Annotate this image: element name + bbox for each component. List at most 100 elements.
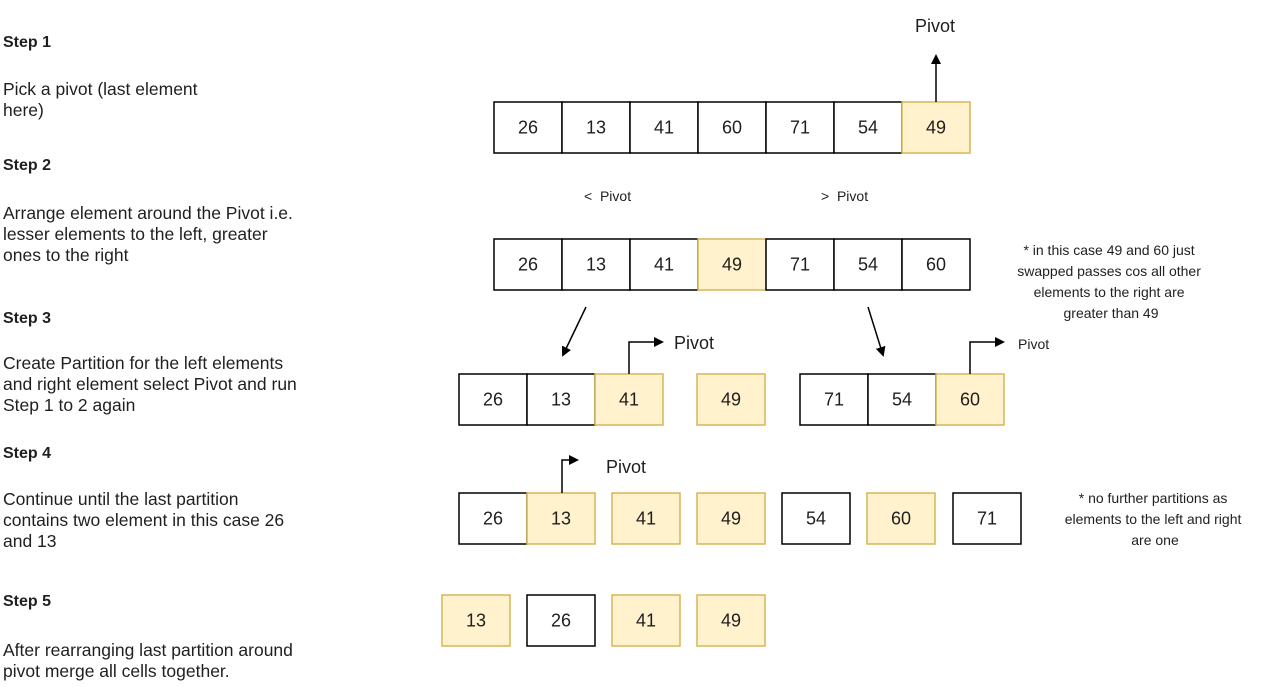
array-cell: 41 [629,101,699,154]
split-right-arrow [867,306,886,357]
array-cell: 13 [561,101,631,154]
cell-value: 54 [892,390,912,410]
cell-box [765,238,835,291]
step-1-description: Pick a pivot (last element here) [3,79,198,120]
cell-value: 54 [806,509,826,529]
pivot-step4-arrow [561,455,579,493]
cell-box [901,238,971,291]
cell-box [833,238,903,291]
array-cell: 26 [458,492,528,545]
cell-value: 26 [518,255,538,275]
pivot-cell: 49 [696,594,766,647]
cell-value: 13 [551,390,571,410]
step-4-title: Step 4 [3,445,52,462]
cell-value: 13 [586,255,606,275]
array-cell: 26 [458,373,528,426]
step-3-description: Create Partition for the left elements a… [3,353,297,415]
array-cell: 26 [526,594,596,647]
pivot-cell: 41 [611,492,681,545]
array-cell: 71 [799,373,869,426]
array-cell: 71 [765,101,835,154]
cell-box [526,594,596,647]
cell-box [697,101,767,154]
cell-value: 60 [960,390,980,410]
cell-value: 41 [636,509,656,529]
step-3-title: Step 3 [3,310,52,327]
pivot-cell: 13 [526,492,596,545]
cell-value: 54 [858,118,878,138]
array-cell: 26 [493,101,563,154]
array-cell: 41 [629,238,699,291]
cell-value: 49 [926,118,946,138]
step-2-title: Step 2 [3,157,52,174]
cell-value: 41 [654,118,674,138]
array-cell: 71 [952,492,1022,545]
array-cell: 54 [833,101,903,154]
cell-value: 26 [483,390,503,410]
array-cell: 54 [867,373,937,426]
pivot-cell: 49 [697,238,767,291]
cell-box [561,238,631,291]
pivot-cell: 49 [901,101,971,154]
pivot-top-label: Pivot [915,16,955,36]
cell-box [561,101,631,154]
cell-box [952,492,1022,545]
cell-value: 71 [790,118,810,138]
cell-value: 71 [790,255,810,275]
pivot-cell: 49 [696,373,766,426]
cell-value: 26 [483,509,503,529]
cell-box [696,594,766,647]
split-left-arrow [561,306,587,357]
cell-value: 60 [891,509,911,529]
cell-value: 26 [518,118,538,138]
array-cell: 60 [901,238,971,291]
cell-value: 49 [721,509,741,529]
cell-value: 41 [619,390,639,410]
cell-box [765,101,835,154]
cell-value: 60 [722,118,742,138]
pivot-left-partition-label: Pivot [674,333,714,353]
cell-box [629,238,699,291]
pivot-cell: 60 [866,492,936,545]
cell-box [696,373,766,426]
pivot-cell: 49 [696,492,766,545]
array-cell: 60 [697,101,767,154]
pivot-right-partition-label: Pivot [1018,336,1049,352]
pivot-cell: 60 [935,373,1005,426]
cell-value: 26 [551,611,571,631]
no-partition-note-line: * no further partitions as [1079,490,1228,506]
cell-value: 71 [824,390,844,410]
step-5-description: After rearranging last partition around … [3,640,293,681]
cell-box [799,373,869,426]
cell-value: 54 [858,255,878,275]
swap-note: * in this case 49 and 60 just swapped pa… [1017,242,1205,321]
cell-value: 13 [466,611,486,631]
cell-value: 13 [551,509,571,529]
pivot-cell: 13 [441,594,511,647]
cell-value: 49 [721,390,741,410]
array-cell: 54 [833,238,903,291]
pivot-cell: 41 [611,594,681,647]
cell-box [866,492,936,545]
array-cell: 13 [561,238,631,291]
pivot-cell: 41 [594,373,664,426]
no-partition-note: * no further partitions as elements to t… [1065,490,1246,548]
cell-value: 71 [977,509,997,529]
cell-box [611,594,681,647]
cell-box [493,238,563,291]
cell-box [526,492,596,545]
array-cell: 13 [526,373,596,426]
cell-box [697,238,767,291]
cell-box [781,492,851,545]
cell-box [611,492,681,545]
cell-box [441,594,511,647]
cell-box [935,373,1005,426]
step-1-title: Step 1 [3,34,52,51]
pivot-left-partition-arrow [628,337,664,374]
swap-note-line: * in this case 49 and 60 just [1023,242,1194,258]
cell-value: 41 [636,611,656,631]
swap-note-line: elements to the right are [1034,284,1185,300]
swap-note-line: greater than 49 [1064,305,1159,321]
